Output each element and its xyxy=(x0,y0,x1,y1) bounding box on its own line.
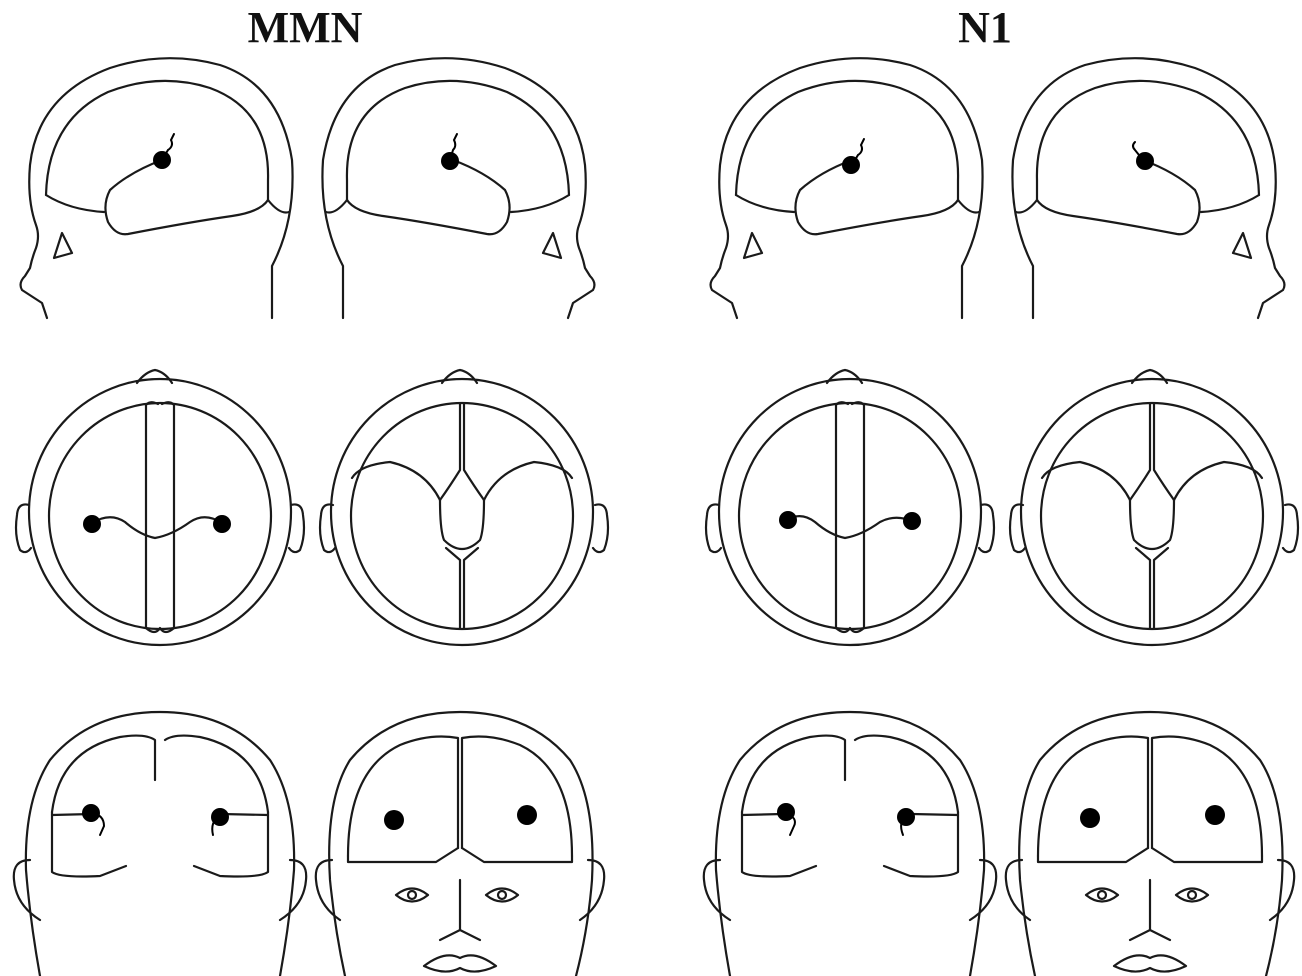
n1-dipole-top-right xyxy=(903,512,921,530)
mmn-panel xyxy=(14,58,608,976)
n1-top-cutaway-view xyxy=(1010,370,1298,645)
n1-dipole-back-right xyxy=(897,808,915,826)
n1-dipole-right-lateral xyxy=(1136,152,1154,170)
mmn-top-cutaway-view xyxy=(320,370,608,645)
mmn-top-view xyxy=(16,370,304,645)
mmn-right-lateral-view xyxy=(322,58,594,318)
mmn-dipole-top-right xyxy=(213,515,231,533)
mmn-dipole-top-left xyxy=(83,515,101,533)
n1-top-view xyxy=(706,370,994,645)
n1-dipole-top-left xyxy=(779,511,797,529)
mmn-back-view xyxy=(14,712,306,976)
n1-panel xyxy=(704,58,1298,976)
n1-dipole-front-left xyxy=(1080,808,1100,828)
mmn-dipole-left-lateral xyxy=(153,151,171,169)
mmn-dipole-front-left xyxy=(384,810,404,830)
n1-front-view xyxy=(1006,712,1294,976)
n1-right-lateral-view xyxy=(1012,58,1284,318)
mmn-dipole-back-left xyxy=(82,804,100,822)
n1-back-view xyxy=(704,712,996,976)
n1-dipole-left-lateral xyxy=(842,156,860,174)
n1-dipole-back-left xyxy=(777,803,795,821)
mmn-front-view xyxy=(316,712,604,976)
mmn-left-lateral-view xyxy=(21,58,293,318)
n1-left-lateral-view xyxy=(711,58,983,318)
mmn-dipole-back-right xyxy=(211,808,229,826)
mmn-dipole-right-lateral xyxy=(441,152,459,170)
mmn-dipole-front-right xyxy=(517,805,537,825)
n1-dipole-front-right xyxy=(1205,805,1225,825)
